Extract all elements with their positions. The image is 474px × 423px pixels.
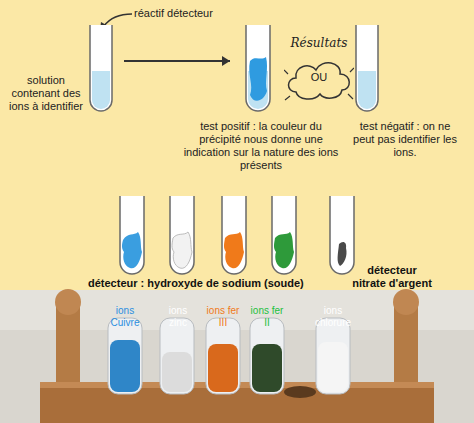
cloud-text: OU — [284, 71, 354, 84]
tube-row — [120, 196, 354, 274]
cloud-heading: Résultats — [284, 36, 354, 50]
flow-arrow — [124, 56, 230, 66]
detector-label: réactif détecteur — [134, 7, 244, 20]
ion-label: ions fer II — [250, 305, 284, 329]
precipitate — [224, 232, 244, 268]
node-caption: solution contenant des ions à identifier — [4, 74, 88, 113]
test-tube — [244, 23, 272, 113]
ion-label: ions fer III — [206, 305, 240, 329]
test-tube-node: solution contenant des ions à identifier — [4, 20, 116, 120]
node-caption: test positif : la couleur du précipité n… — [182, 120, 340, 172]
photo — [0, 289, 474, 423]
result-cloud: RésultatsOU — [284, 36, 354, 106]
leader-arrow — [104, 14, 132, 26]
arrow-line — [124, 60, 230, 62]
test-tube — [354, 23, 380, 113]
detector-label: détecteur nitrate d'argent — [352, 264, 432, 290]
test-tube — [88, 23, 114, 113]
precipitate — [172, 232, 192, 268]
precipitate — [122, 232, 142, 268]
precipitate — [338, 242, 347, 266]
ion-label: ions chlorure — [310, 305, 356, 329]
ion-label: ions zinc — [160, 305, 196, 329]
test-tube-node: test négatif : on ne peut pas identifier… — [352, 20, 460, 170]
arrow-head — [222, 56, 230, 66]
node-caption: test négatif : on ne peut pas identifier… — [352, 120, 458, 159]
ion-label: ions Cuivre — [104, 305, 146, 329]
detector-label: détecteur : hydroxyde de sodium (soude) — [88, 277, 318, 290]
precipitate — [274, 232, 294, 268]
